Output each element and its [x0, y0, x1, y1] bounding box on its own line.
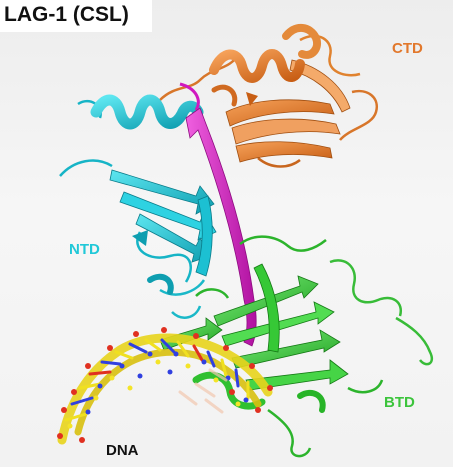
- figure-title: LAG-1 (CSL): [4, 3, 129, 26]
- btd-label: BTD: [384, 394, 415, 411]
- dna-label: DNA: [106, 442, 139, 459]
- ctd-domain-ribbon: [159, 24, 379, 168]
- linker-strand-ribbon: [179, 82, 257, 347]
- ntd-label: NTD: [69, 241, 100, 258]
- ctd-label: CTD: [392, 40, 423, 57]
- ntd-domain-ribbon: [59, 94, 217, 319]
- title-background: LAG-1 (CSL): [0, 0, 152, 32]
- dna-stick-model: [57, 327, 273, 445]
